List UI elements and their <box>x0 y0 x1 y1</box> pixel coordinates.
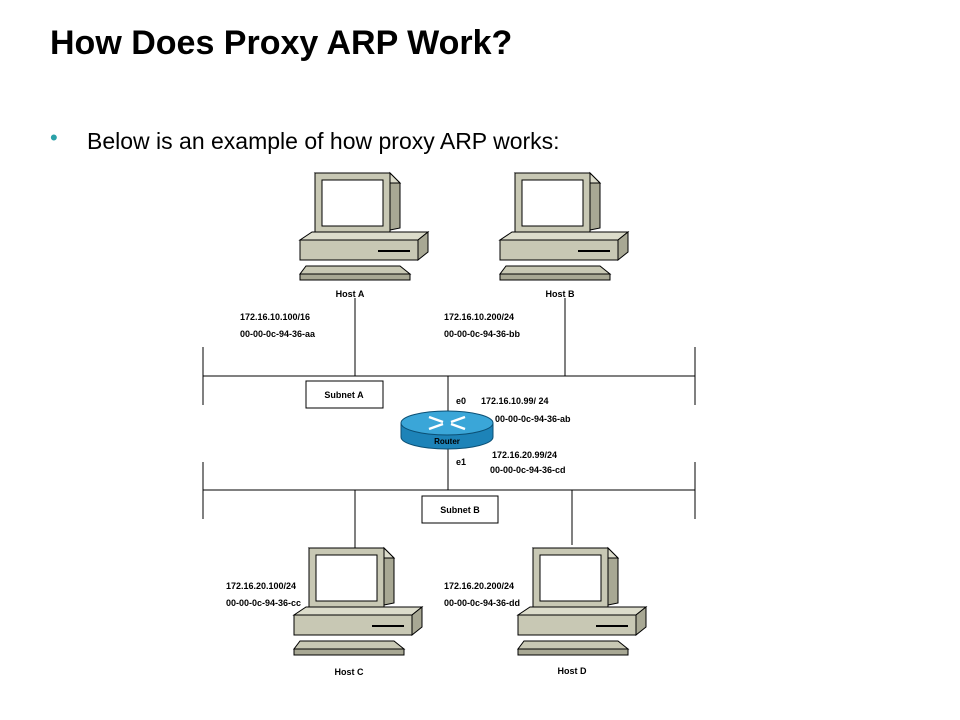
host-c-label: Host C <box>335 667 365 677</box>
subnet-a-label: Subnet A <box>324 390 364 400</box>
host-d-ip: 172.16.20.200/24 <box>444 581 514 591</box>
subnet-b-label: Subnet B <box>440 505 480 515</box>
host-d-computer-icon <box>517 547 647 656</box>
router-e0-ip: 172.16.10.99/ 24 <box>481 396 549 406</box>
host-b-label: Host B <box>546 289 576 299</box>
router-e0-label: e0 <box>456 396 466 406</box>
router-label: Router <box>434 437 460 446</box>
host-a-computer-icon <box>299 172 429 281</box>
subnet-b-box: Subnet B <box>421 495 499 524</box>
router-e1-mac: 00-00-0c-94-36-cd <box>490 465 566 475</box>
host-c-mac: 00-00-0c-94-36-cc <box>226 598 301 608</box>
host-c-computer-icon <box>293 547 423 656</box>
page-title: How Does Proxy ARP Work? <box>50 24 513 62</box>
bullet-text: Below is an example of how proxy ARP wor… <box>87 128 560 154</box>
router-e1-ip: 172.16.20.99/24 <box>492 450 557 460</box>
router-e1-label: e1 <box>456 457 466 467</box>
host-a-ip: 172.16.10.100/16 <box>240 312 310 322</box>
subnet-b-segment <box>202 462 696 519</box>
router-e0-mac: 00-00-0c-94-36-ab <box>495 414 571 424</box>
host-d-label: Host D <box>558 666 588 676</box>
subnet-a-segment <box>202 347 696 405</box>
host-b-computer-icon <box>499 172 629 281</box>
subnet-a-box: Subnet A <box>305 380 384 409</box>
host-a-mac: 00-00-0c-94-36-aa <box>240 329 316 339</box>
router-icon: Router <box>400 410 494 450</box>
host-b-ip: 172.16.10.200/24 <box>444 312 514 322</box>
host-a-label: Host A <box>336 289 365 299</box>
host-d-mac: 00-00-0c-94-36-dd <box>444 598 520 608</box>
host-b-mac: 00-00-0c-94-36-bb <box>444 329 521 339</box>
bullet-dot-icon: • <box>50 125 58 150</box>
host-c-ip: 172.16.20.100/24 <box>226 581 296 591</box>
